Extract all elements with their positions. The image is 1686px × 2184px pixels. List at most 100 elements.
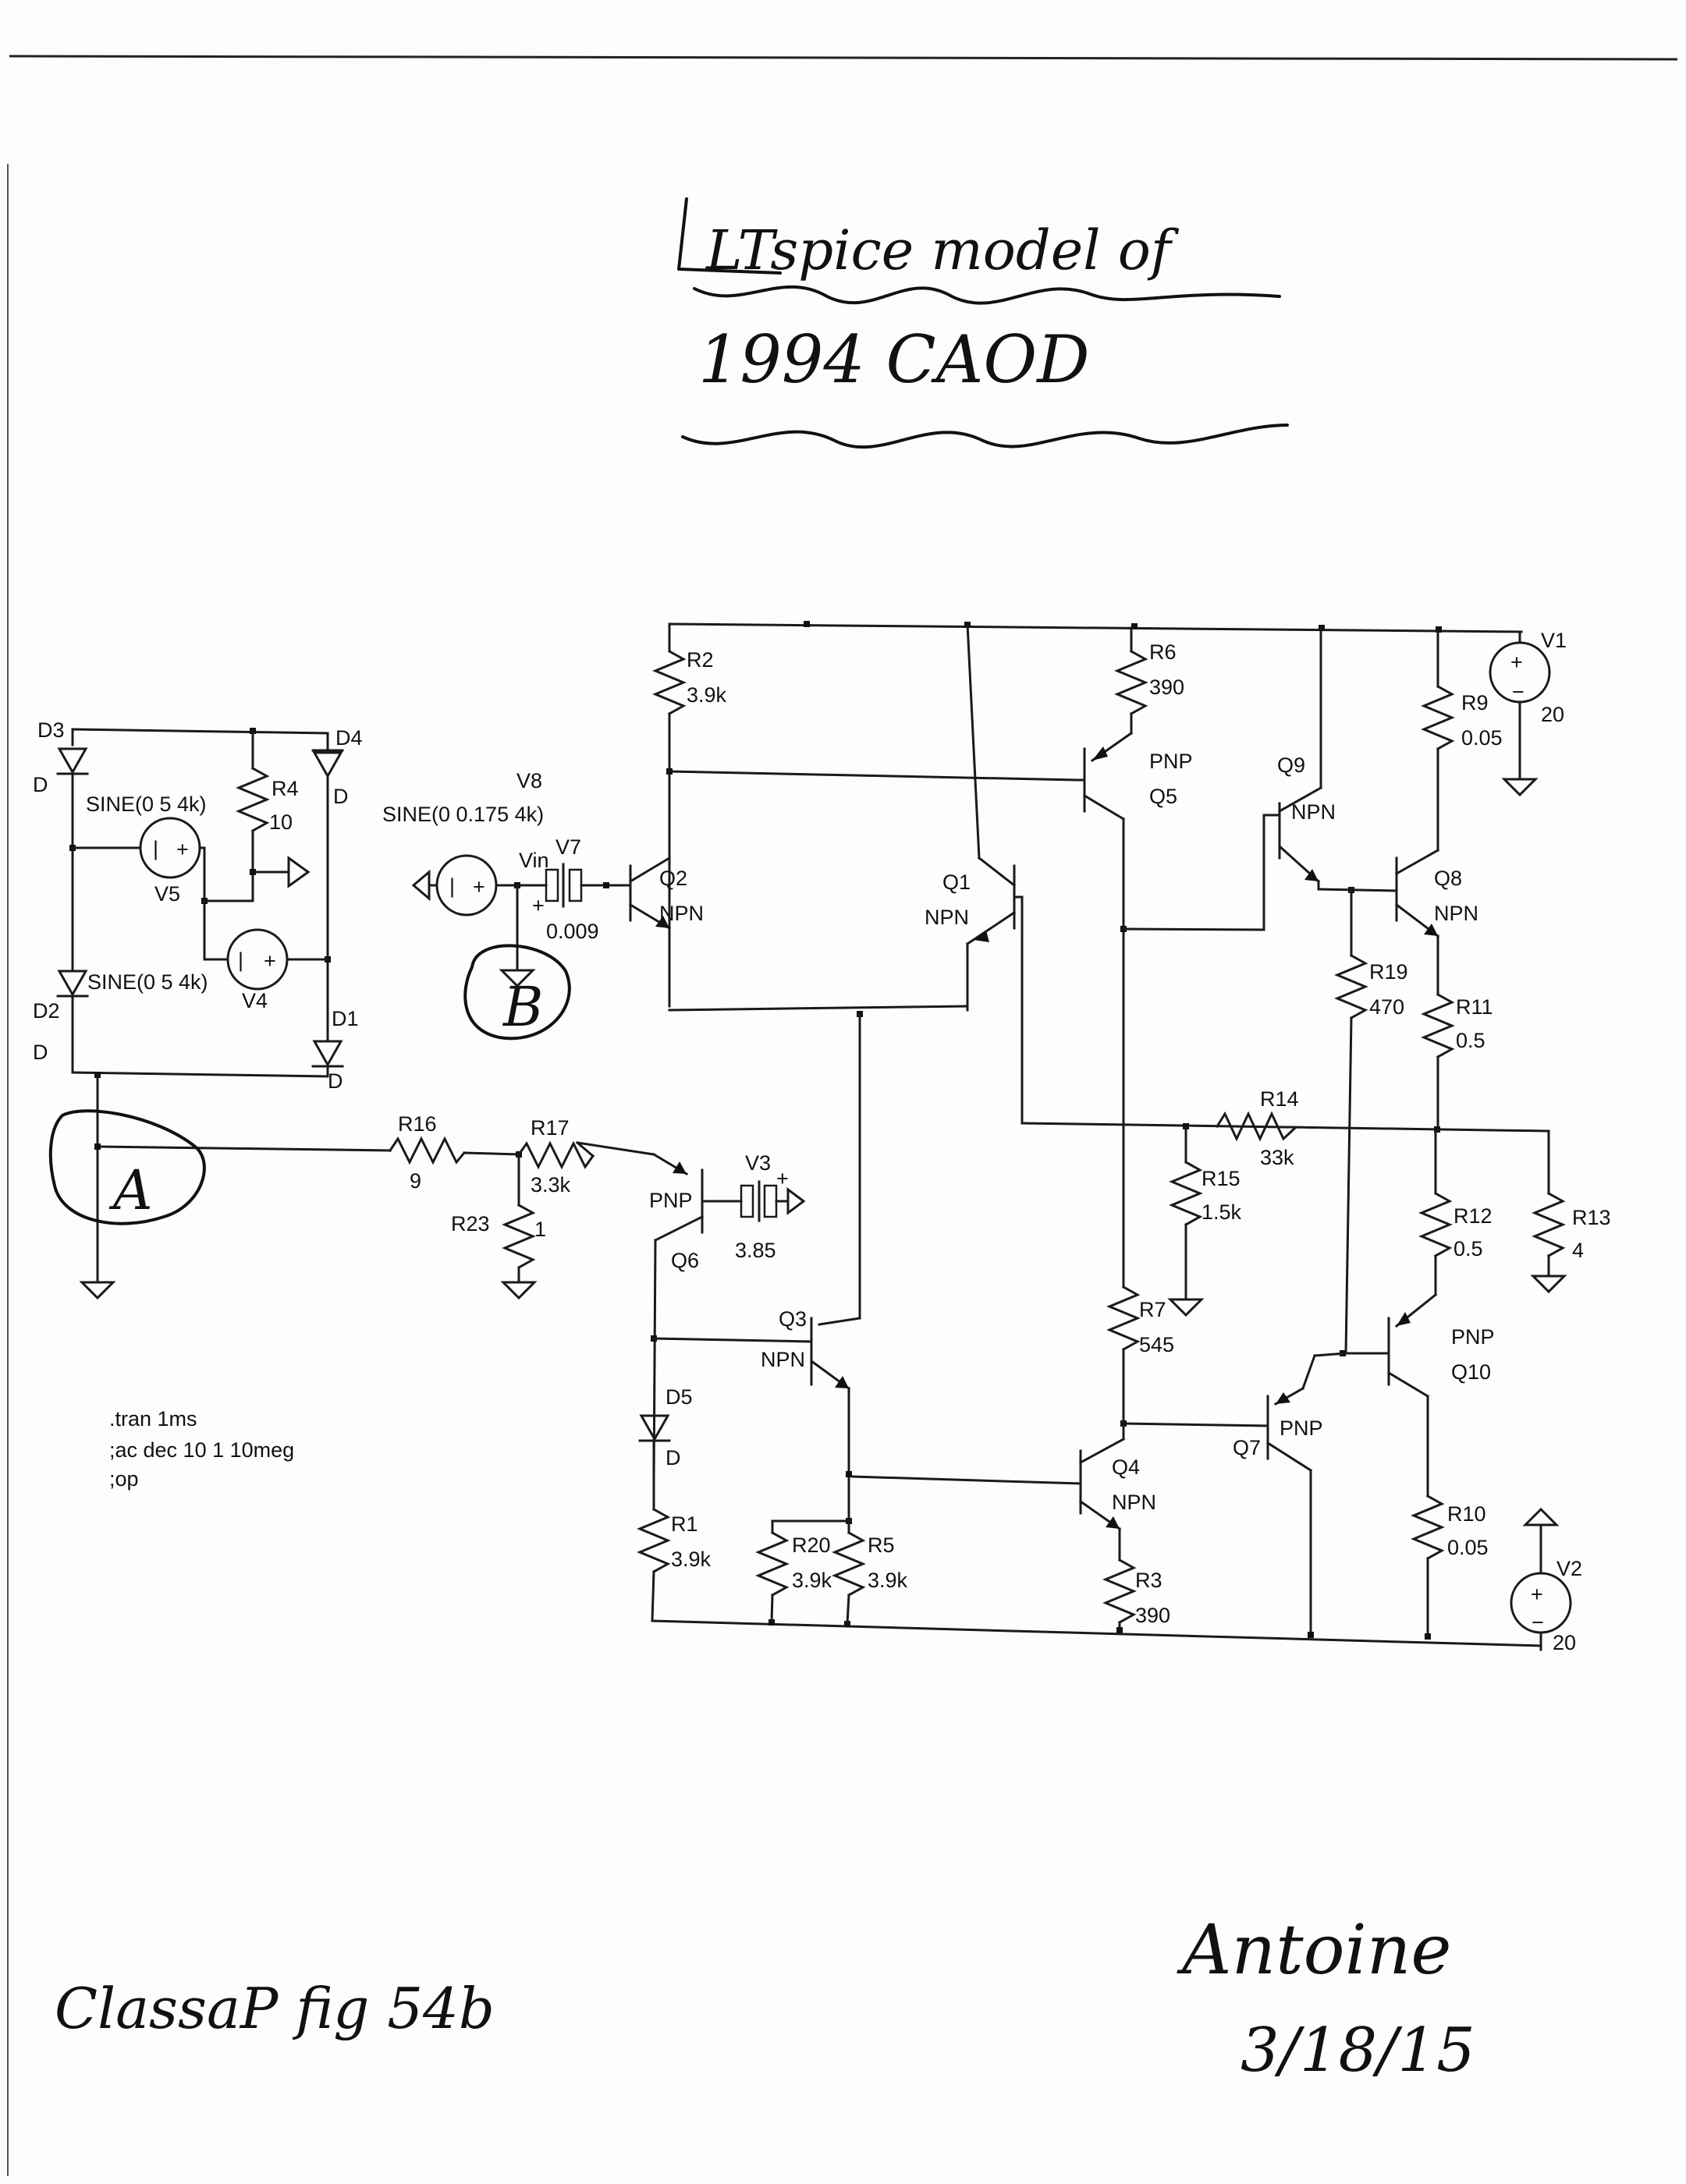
d5-model: D (666, 1446, 681, 1470)
r11-resistor[interactable]: R11 0.5 (1421, 981, 1493, 1131)
r13-value: 4 (1572, 1239, 1584, 1262)
r17-resistor[interactable]: R17 3.3k (516, 1116, 595, 1197)
r12-value: 0.5 (1454, 1237, 1483, 1260)
d1-model: D (328, 1069, 343, 1093)
r17-value: 3.3k (531, 1173, 571, 1197)
page-top-edge (9, 55, 1678, 61)
v4-voltage-source[interactable]: | + V4 SINE(0 5 4k) (87, 899, 329, 1012)
q2-collector-to-q5-base (668, 770, 1078, 782)
svg-text:|: | (238, 948, 243, 972)
r2-resistor[interactable]: R2 3.9k (652, 622, 727, 930)
q10-transistor[interactable]: PNP Q10 (1344, 1292, 1495, 1487)
r7-resistor[interactable]: R7 545 (1106, 1285, 1174, 1425)
r15-resistor[interactable]: R15 1.5k (1169, 1125, 1242, 1317)
r15-value: 1.5k (1201, 1200, 1242, 1224)
svg-text:B: B (502, 975, 543, 1039)
q4-transistor[interactable]: Q4 NPN (851, 1422, 1156, 1562)
feedback-node (1020, 1122, 1550, 1133)
v2-voltage-source[interactable]: + − V2 20 (1510, 1507, 1582, 1654)
diode-bridge (69, 728, 331, 1078)
directive-tran: .tran 1ms (109, 1407, 197, 1431)
r10-resistor[interactable]: R10 0.05 (1411, 1484, 1489, 1636)
r7-name: R7 (1139, 1298, 1166, 1321)
d4-name: D4 (335, 726, 363, 750)
q1-transistor[interactable]: Q1 NPN (925, 622, 1024, 1125)
svg-text:+: + (532, 894, 545, 917)
q7-name: Q7 (1233, 1436, 1261, 1459)
r10-value: 0.05 (1447, 1536, 1489, 1559)
v3-voltage-source[interactable]: + V3 3.85 (728, 1151, 806, 1262)
svg-text:|: | (153, 837, 158, 860)
r3-resistor[interactable]: R3 390 (1102, 1558, 1170, 1632)
q10-type: PNP (1451, 1325, 1495, 1349)
q2-type: NPN (659, 902, 704, 925)
q9-transistor[interactable]: Q9 NPN (1262, 626, 1336, 931)
v1-voltage-source[interactable]: + − V1 20 (1489, 629, 1567, 796)
v4-value: SINE(0 5 4k) (87, 970, 208, 994)
r14-resistor[interactable]: R14 33k (1215, 1087, 1299, 1169)
q5-name: Q5 (1149, 785, 1177, 808)
q1-type: NPN (925, 906, 969, 929)
r14-value: 33k (1260, 1146, 1294, 1169)
v5-name: V5 (154, 882, 180, 906)
d5-diode[interactable]: D5 D (638, 1385, 693, 1470)
v8-value: SINE(0 0.175 4k) (382, 803, 544, 826)
r4-name: R4 (272, 777, 299, 800)
q7-transistor[interactable]: PNP Q7 (1122, 1352, 1347, 1636)
r9-resistor[interactable]: R9 0.05 (1421, 629, 1503, 852)
r5-value: 3.9k (868, 1569, 908, 1592)
q9-name: Q9 (1277, 753, 1305, 777)
q6-name: Q6 (671, 1249, 699, 1272)
d2-diode[interactable]: D2 D (33, 970, 89, 1064)
r12-resistor[interactable]: R12 0.5 (1418, 1129, 1493, 1296)
v2-value: 20 (1553, 1631, 1576, 1654)
r3-value: 390 (1135, 1604, 1170, 1627)
r4-resistor[interactable]: R4 10 (236, 732, 311, 902)
svg-text:+: + (1531, 1583, 1543, 1606)
v3-name: V3 (745, 1151, 771, 1175)
q1-name: Q1 (942, 870, 971, 894)
r6-resistor[interactable]: R6 390 (1114, 626, 1184, 735)
v4-name: V4 (242, 989, 268, 1012)
q6-transistor[interactable]: PNP Q6 (576, 1141, 731, 1484)
r16-value: 9 (410, 1169, 421, 1193)
r20-resistor[interactable]: R20 3.9k (755, 1519, 832, 1624)
v3-value: 3.85 (735, 1239, 776, 1262)
q10-name: Q10 (1451, 1360, 1491, 1384)
q5-transistor[interactable]: PNP Q5 (1075, 731, 1193, 1289)
title-line1: LTspice model of (705, 218, 1180, 282)
v7-voltage-source[interactable]: + V7 0.009 (532, 835, 632, 943)
q2-transistor[interactable]: Q2 NPN (628, 856, 704, 1008)
r2-value: 3.9k (687, 683, 727, 707)
r1-resistor[interactable]: R1 3.9k (637, 1439, 712, 1622)
q7-type: PNP (1280, 1416, 1323, 1440)
q2-name: Q2 (659, 867, 687, 890)
v8-voltage-source[interactable]: | + V8 SINE(0 0.175 4k) (382, 769, 548, 916)
handwritten-caption: ClassaP fig 54b (55, 1976, 495, 2041)
r16-resistor[interactable]: R16 9 (388, 1112, 520, 1193)
r9-value: 0.05 (1461, 726, 1503, 750)
r6-name: R6 (1149, 640, 1177, 664)
r19-name: R19 (1369, 960, 1408, 984)
q8-transistor[interactable]: Q8 NPN (1394, 848, 1478, 984)
d1-diode[interactable]: D1 D (311, 1007, 359, 1093)
marker-b: B (463, 944, 571, 1041)
r16-name: R16 (398, 1112, 437, 1136)
handwritten-title: LTspice model of 1994 CAOD (677, 197, 1289, 449)
r13-resistor[interactable]: R13 4 (1532, 1129, 1611, 1293)
q3-transistor[interactable]: Q3 NPN (761, 1307, 861, 1523)
v5-voltage-source[interactable]: | + V5 SINE(0 5 4k) (71, 792, 254, 906)
r15-name: R15 (1201, 1167, 1241, 1190)
svg-text:+: + (176, 838, 189, 861)
r5-name: R5 (868, 1533, 895, 1557)
r19-resistor[interactable]: R19 470 (1334, 888, 1408, 1355)
r11-name: R11 (1456, 995, 1493, 1019)
q4-name: Q4 (1112, 1455, 1140, 1479)
r23-resistor[interactable]: R23 1 (451, 1153, 546, 1299)
directive-ac: ;ac dec 10 1 10meg (109, 1438, 294, 1462)
d3-diode[interactable]: D3 D (33, 718, 89, 796)
r5-resistor[interactable]: R5 3.9k (832, 1519, 908, 1626)
d4-diode[interactable]: D4 D (311, 726, 363, 808)
v8-name: V8 (516, 769, 542, 792)
r3-name: R3 (1135, 1569, 1162, 1592)
